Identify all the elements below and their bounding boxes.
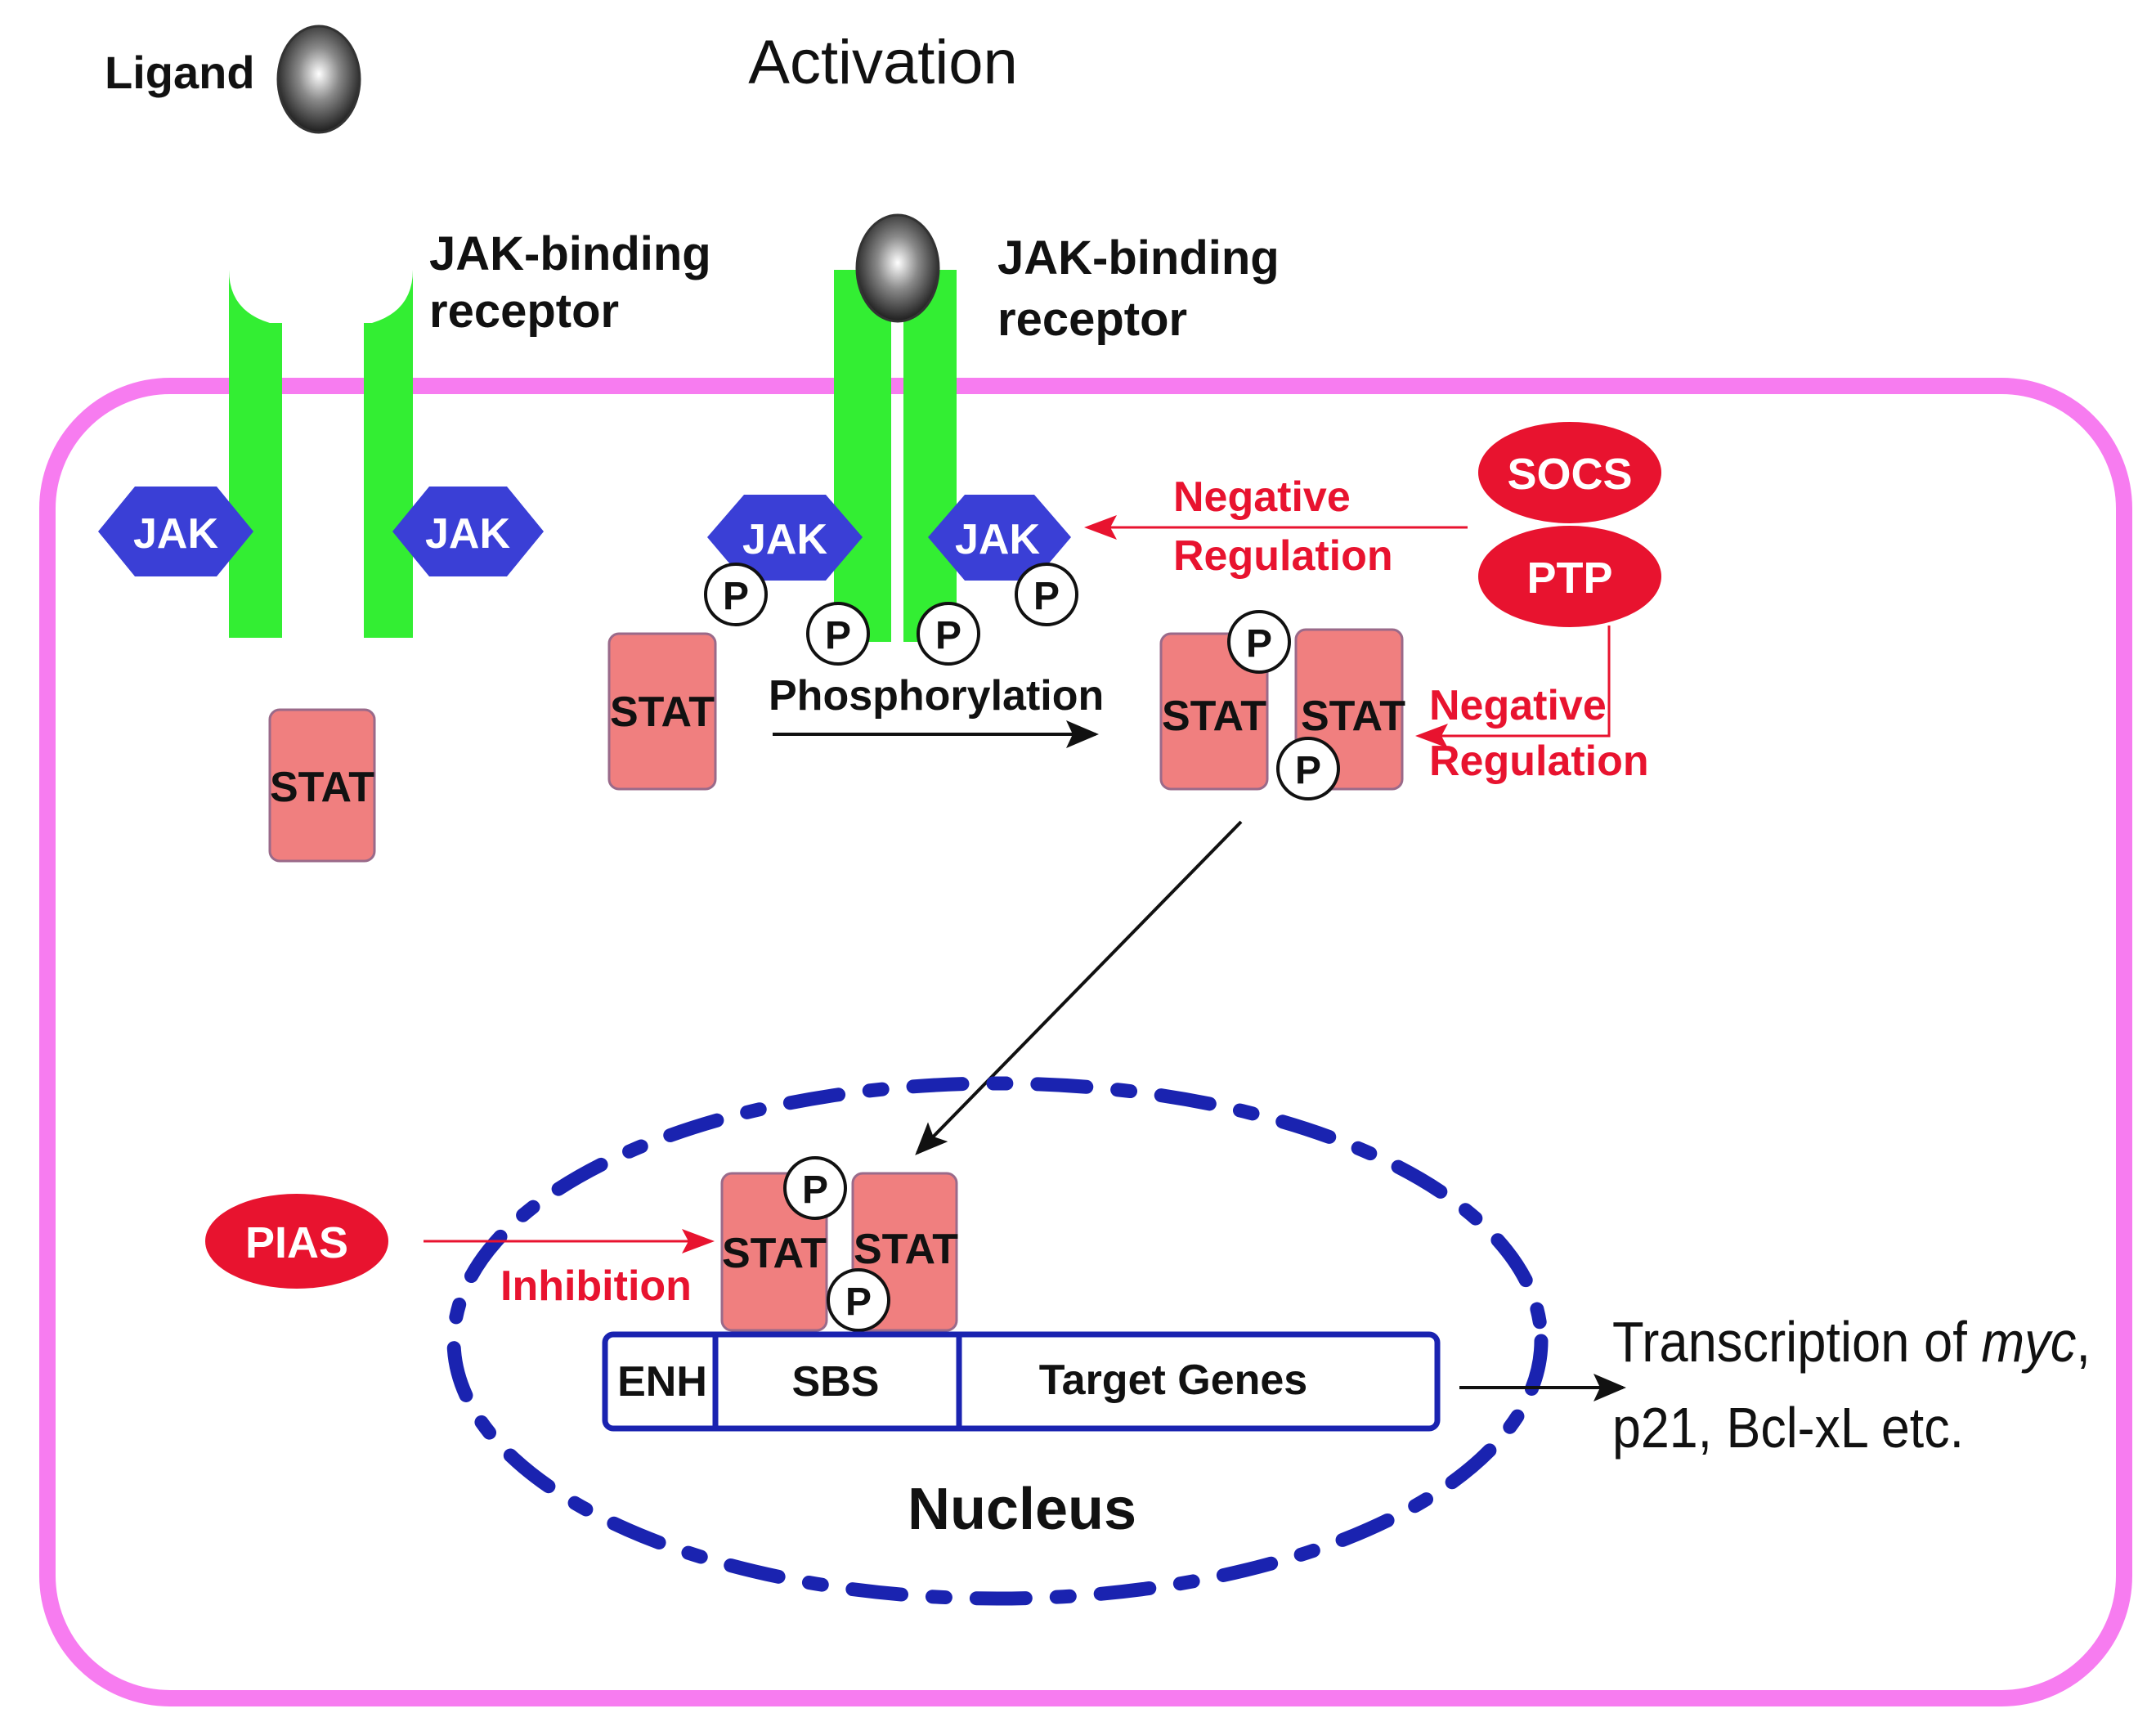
phospho-stat-nucleus-2-label: P [845, 1280, 872, 1324]
stat-dimer-2-label: STAT [1301, 693, 1405, 740]
phospho-receptor-1-label: P [825, 614, 851, 657]
stat-nucleus-1-label: STAT [722, 1230, 827, 1277]
socs-label: SOCS [1507, 450, 1632, 499]
gene-enh-label: ENH [617, 1358, 707, 1406]
transcription-line2: p21, Bcl-xL etc. [1612, 1396, 1964, 1460]
phospho-stat-nucleus-1 [783, 1156, 847, 1220]
gene-sbs-label: SBS [792, 1358, 880, 1406]
stat-recruited-label: STAT [610, 688, 715, 736]
jak-left-1-label: JAK [133, 510, 218, 558]
receptor-left-label-line2: receptor [429, 285, 619, 338]
receptor-right [834, 270, 957, 642]
nuclear-translocation-arrow [915, 820, 1243, 1155]
phospho-receptor-2: P [917, 602, 980, 666]
phospho-stat-nucleus-1-label: P [802, 1168, 828, 1212]
diagram-title: Activation [748, 28, 1018, 97]
stat-dimer-nucleus: STAT STAT P P [720, 1156, 958, 1332]
nucleus-label: Nucleus [908, 1477, 1136, 1542]
phosphorylation-label: Phosphorylation [769, 672, 1104, 720]
stat-recruited: STAT [607, 632, 717, 791]
phospho-jak-1: P [704, 563, 768, 626]
phospho-jak-2: P [1015, 563, 1078, 626]
negative-regulation-side-line2: Regulation [1429, 738, 1649, 785]
ptp-label: PTP [1526, 554, 1612, 603]
gene-construct: ENH SBS Target Genes [602, 1331, 1441, 1432]
receptor-left [229, 270, 413, 638]
receptor-right-label-line2: receptor [997, 293, 1187, 346]
inhibition-label: Inhibition [500, 1262, 692, 1310]
stat-dimer-cytoplasm: STAT STAT P P [1159, 610, 1405, 800]
socs-inhibitor: SOCS [1478, 422, 1661, 523]
jak-active-1-label: JAK [742, 516, 827, 563]
pias-label: PIAS [245, 1218, 348, 1267]
phospho-stat-dimer-2-label: P [1295, 749, 1321, 792]
phospho-stat-nucleus-2 [827, 1268, 890, 1332]
ptp-inhibitor: PTP [1478, 526, 1661, 627]
stat-unphosphorylated-left: STAT [268, 708, 376, 863]
receptor-right-label-line1: JAK-binding [997, 231, 1280, 285]
jak-active-2: JAK [928, 495, 1071, 581]
cell-membrane [39, 378, 2132, 1706]
gene-target-label: Target Genes [1039, 1357, 1307, 1404]
jak-left-1: JAK [98, 487, 253, 576]
negative-regulation-top-line2: Regulation [1173, 532, 1393, 580]
phospho-receptor-2-label: P [935, 614, 961, 657]
phospho-jak-1-label: P [723, 575, 749, 618]
jak-left-2-label: JAK [425, 510, 510, 558]
ligand-bound-icon [855, 213, 940, 323]
phospho-receptor-1: P [806, 602, 870, 666]
ligand-label: Ligand [105, 47, 255, 98]
negative-regulation-arrow-stat [1415, 626, 1611, 748]
phospho-stat-dimer-1 [1227, 610, 1291, 674]
jak-left-2: JAK [392, 487, 544, 576]
negative-regulation-side-line1: Negative [1429, 682, 1607, 729]
jak-active-1: JAK [707, 495, 863, 581]
stat-nucleus-2-label: STAT [854, 1226, 958, 1273]
stat-left-label: STAT [270, 764, 374, 811]
phospho-stat-dimer-1-label: P [1246, 622, 1272, 666]
ligand-icon [276, 25, 361, 134]
negative-regulation-top-line1: Negative [1173, 473, 1351, 521]
phospho-stat-dimer-2 [1276, 737, 1340, 800]
phospho-jak-2-label: P [1033, 575, 1060, 618]
jak-active-2-label: JAK [955, 516, 1040, 563]
stat-dimer-1-label: STAT [1162, 693, 1266, 740]
nuclear-envelope [446, 1076, 1549, 1606]
receptor-left-label-line1: JAK-binding [429, 227, 711, 280]
transcription-line1: Transcription of myc, [1612, 1310, 2091, 1374]
pias-inhibitor: PIAS [205, 1194, 388, 1289]
